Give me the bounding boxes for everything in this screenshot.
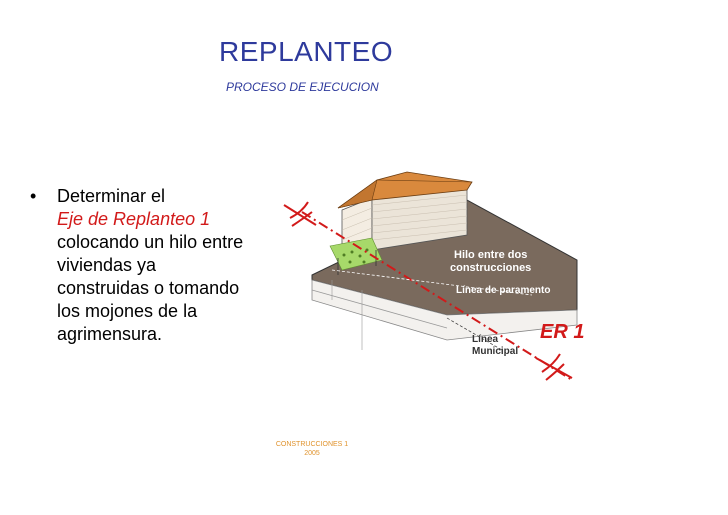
bullet-line-7: agrimensura.: [57, 324, 163, 344]
slide-title: REPLANTEO: [219, 36, 394, 67]
paramento-line: [331, 269, 533, 296]
bullet-text: Determinar el Eje de Replanteo 1 colocan…: [57, 185, 290, 346]
replanteo-illustration: Hilo entre dos construcciones Línea de p…: [283, 171, 584, 381]
bullet-line-4: viviendas ya: [57, 255, 157, 275]
bullet-highlight: Eje de Replanteo 1: [57, 209, 211, 229]
slide-footer: CONSTRUCCIONES 1 2005: [262, 440, 362, 458]
footer-line-1: CONSTRUCCIONES 1: [275, 441, 349, 448]
er-red-line: [301, 211, 573, 381]
label-hilo-line2: construcciones: [450, 262, 531, 274]
label-municipal-line2: Municipal: [472, 346, 518, 357]
scissors-mark-top: [283, 201, 317, 227]
bullet-line-6: los mojones de la: [57, 301, 198, 321]
municipal-line: [446, 317, 503, 351]
scissors-mark-bottom: [535, 353, 573, 381]
footer-line-2: 2005: [304, 450, 320, 457]
bullet-dot: •: [30, 186, 37, 206]
label-paramento: Línea de paramento: [456, 285, 550, 296]
label-municipal-line1: Línea: [472, 334, 499, 345]
label-hilo-line1: Hilo entre dos: [454, 249, 527, 261]
bullet-line-1: Determinar el: [57, 186, 166, 206]
bullet-line-3: colocando un hilo entre: [57, 232, 244, 252]
label-er1: ER 1: [540, 321, 584, 343]
slide-subtitle: PROCESO DE EJECUCION: [226, 80, 379, 94]
sidewalk: [311, 279, 578, 341]
bullet-line-5: construidas o tomando: [57, 278, 240, 298]
bullet-item: • Determinar el Eje de Replanteo 1 coloc…: [30, 185, 290, 346]
